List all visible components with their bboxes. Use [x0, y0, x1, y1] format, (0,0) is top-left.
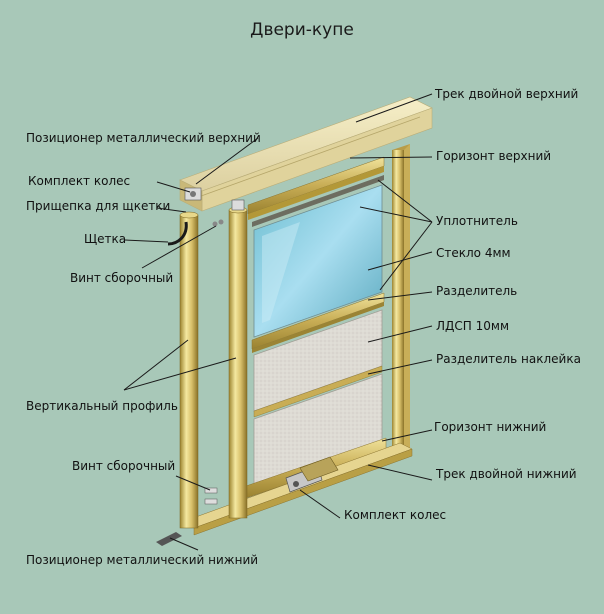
vertical-profile-back — [392, 144, 410, 454]
label-seal: Уплотнитель — [436, 214, 518, 228]
screws-top — [212, 219, 224, 227]
divider-sticker — [253, 365, 383, 418]
vertical-profile-front — [228, 206, 248, 519]
label-brush-clip: Прищепка для щкетки — [26, 199, 171, 213]
screws-bottom — [204, 487, 218, 505]
wheel-set-bottom — [285, 456, 339, 493]
label-screw-top: Винт сборочный — [70, 271, 174, 285]
label-track-bottom: Трек двойной нижний — [436, 467, 577, 481]
label-glass: Стекло 4мм — [436, 246, 511, 260]
label-screw-bottom: Винт сборочный — [72, 459, 176, 473]
glass-panel — [253, 184, 383, 338]
label-vertical-profile: Вертикальный профиль — [26, 399, 178, 413]
horizon-top — [247, 156, 385, 220]
leader-lines — [123, 93, 433, 551]
divider-rail — [251, 292, 385, 353]
label-positioner-top: Позиционер металлический верхний — [26, 131, 261, 145]
label-horizon-bottom: Горизонт нижний — [434, 420, 547, 434]
label-track-top: Трек двойной верхний — [435, 87, 579, 101]
label-wheel-set-top: Комплект колес — [28, 174, 131, 188]
label-divider-sticker: Разделитель наклейка — [436, 352, 581, 366]
label-horizon-top: Горизонт верхний — [436, 149, 552, 163]
wheel-set-top — [184, 187, 245, 211]
label-positioner-bottom: Позиционер металлический нижний — [26, 553, 259, 567]
label-divider: Разделитель — [436, 284, 518, 298]
label-brush: Щетка — [84, 232, 127, 246]
label-wheel-set-bottom: Комплект колес — [344, 508, 447, 522]
label-chipboard: ЛДСП 10мм — [436, 319, 509, 333]
diagram-title: Двери-купе — [250, 20, 354, 40]
brush-strip — [167, 221, 188, 246]
positioner-bottom — [156, 532, 182, 546]
